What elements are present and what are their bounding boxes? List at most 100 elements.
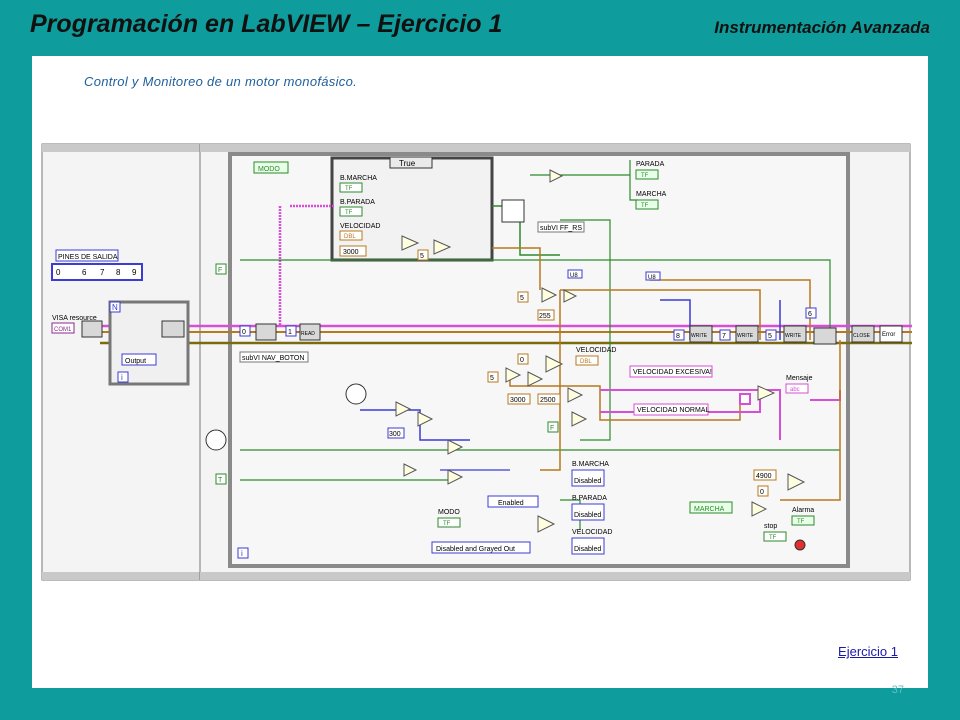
diagram-subtitle: Control y Monitoreo de un motor monofási…	[84, 74, 358, 89]
svg-text:WRITE: WRITE	[691, 333, 708, 339]
velocidad-indicator: VELOCIDAD DBL	[575, 347, 616, 366]
visa-write-node-2: WRITE	[735, 325, 759, 343]
subvi-nav-boton-label: subVI NAV_BOTON	[239, 351, 309, 363]
constant-8: 8	[673, 329, 685, 341]
b-parada-terminal: B.PARADA TF	[339, 199, 375, 217]
wait-timer-loop	[345, 383, 367, 405]
compare-node-1	[395, 401, 412, 417]
svg-text:0: 0	[242, 329, 246, 336]
svg-text:U8: U8	[648, 275, 656, 281]
constant-6: 6	[805, 307, 817, 319]
svg-text:MARCHA: MARCHA	[636, 191, 667, 198]
constant-7: 7	[719, 329, 731, 341]
slide-number: 37	[891, 684, 904, 696]
not-node-2	[403, 463, 418, 477]
shift-register-f: F	[215, 263, 227, 275]
svg-text:MARCHA: MARCHA	[694, 506, 725, 513]
subvi-ff-rs-label: subVI FF_RS	[537, 221, 585, 233]
svg-text:VELOCIDAD EXCESIVA!: VELOCIDAD EXCESIVA!	[633, 369, 712, 376]
select-node-3	[571, 411, 588, 427]
compare-node-2	[417, 411, 434, 427]
velocidad-terminal: VELOCIDAD DBL 3000	[339, 223, 380, 257]
greater-node	[567, 387, 584, 403]
ejercicio-link[interactable]: Ejercicio 1	[838, 644, 898, 659]
constant-4900: 4900	[753, 469, 777, 481]
svg-text:Error: Error	[882, 332, 895, 338]
slide-title: Programación en LabVIEW – Ejercicio 1	[30, 10, 503, 38]
modo-local-var: MODO	[253, 161, 289, 174]
constant-1-read: 1	[285, 325, 297, 337]
svg-text:subVI FF_RS: subVI FF_RS	[540, 225, 582, 232]
svg-text:U8: U8	[570, 273, 578, 279]
svg-text:WRITE: WRITE	[785, 333, 802, 339]
parada-indicator: PARADA TF	[635, 161, 665, 180]
svg-text:TF: TF	[345, 210, 353, 216]
mensaje-indicator: Mensaje abc	[785, 375, 813, 394]
svg-text:F: F	[550, 425, 554, 432]
subvi-ff-rs-node	[501, 199, 525, 223]
divide-node	[401, 235, 420, 251]
vel-excesiva-string: VELOCIDAD EXCESIVA!	[629, 365, 713, 378]
svg-text:8: 8	[676, 333, 680, 340]
stop-terminal: stop TF	[763, 523, 787, 542]
constant-5c: 5	[765, 329, 777, 341]
svg-text:i: i	[121, 373, 123, 382]
svg-text:Mensaje: Mensaje	[786, 375, 813, 382]
svg-text:Disabled: Disabled	[574, 546, 601, 553]
visa-write-node-1: WRITE	[689, 325, 713, 343]
svg-text:6: 6	[808, 311, 812, 318]
svg-text:0: 0	[520, 357, 524, 364]
svg-text:F: F	[218, 267, 222, 274]
svg-text:4900: 4900	[756, 473, 772, 480]
and-node	[751, 501, 768, 517]
not-node-top	[549, 169, 564, 183]
visa-write-node-3: WRITE	[783, 325, 807, 343]
loop-iteration-label: i	[241, 549, 243, 558]
svg-text:8: 8	[116, 268, 121, 277]
multiply-node	[433, 239, 452, 255]
divide-node-2	[527, 371, 544, 387]
vel-normal-string: VELOCIDAD NORMAL	[633, 403, 709, 416]
svg-text:2500: 2500	[540, 397, 556, 404]
svg-text:VISA resource: VISA resource	[52, 315, 97, 322]
constant-2500: 2500	[537, 393, 561, 405]
visa-error-node	[813, 327, 837, 345]
modo-indicator: MODO TF	[437, 509, 461, 528]
multiply-node-3	[505, 367, 522, 383]
svg-text:5: 5	[520, 295, 524, 302]
select-enum-node	[537, 515, 556, 533]
svg-text:Disabled and Grayed Out: Disabled and Grayed Out	[436, 546, 515, 553]
select-node-2	[447, 469, 464, 485]
svg-text:5: 5	[490, 375, 494, 382]
string-const-empty	[739, 393, 751, 405]
svg-text:VELOCIDAD: VELOCIDAD	[576, 347, 616, 354]
svg-text:3000: 3000	[510, 397, 526, 404]
svg-text:MODO: MODO	[438, 509, 460, 516]
error-handler-node: Error	[879, 325, 903, 343]
constant-0b: 0	[517, 353, 529, 365]
svg-text:VELOCIDAD: VELOCIDAD	[340, 223, 380, 230]
svg-text:DBL: DBL	[580, 359, 592, 365]
svg-text:abc: abc	[790, 387, 800, 393]
svg-text:TF: TF	[641, 203, 649, 209]
convert-node	[563, 289, 578, 303]
loop-iteration-terminal	[237, 547, 249, 559]
stop-condition-icon	[794, 539, 806, 551]
svg-text:Alarma: Alarma	[792, 507, 814, 514]
svg-text:0: 0	[56, 268, 61, 277]
svg-text:TF: TF	[345, 186, 353, 192]
svg-text:MODO: MODO	[258, 166, 280, 173]
svg-text:Disabled: Disabled	[574, 512, 601, 519]
svg-text:TF: TF	[641, 173, 649, 179]
visa-read-node: READ	[299, 323, 321, 341]
multiply-node-2	[541, 287, 558, 303]
course-name: Instrumentación Avanzada	[714, 18, 930, 37]
svg-text:READ: READ	[301, 331, 315, 337]
svg-text:COM1: COM1	[54, 327, 72, 333]
svg-text:7: 7	[100, 268, 105, 277]
constant-f2: F	[547, 421, 559, 433]
constant-5-vel: 5	[487, 371, 499, 383]
svg-text:9: 9	[132, 268, 137, 277]
labview-block-diagram: True	[41, 143, 912, 581]
constant-0c: 0	[757, 485, 769, 497]
